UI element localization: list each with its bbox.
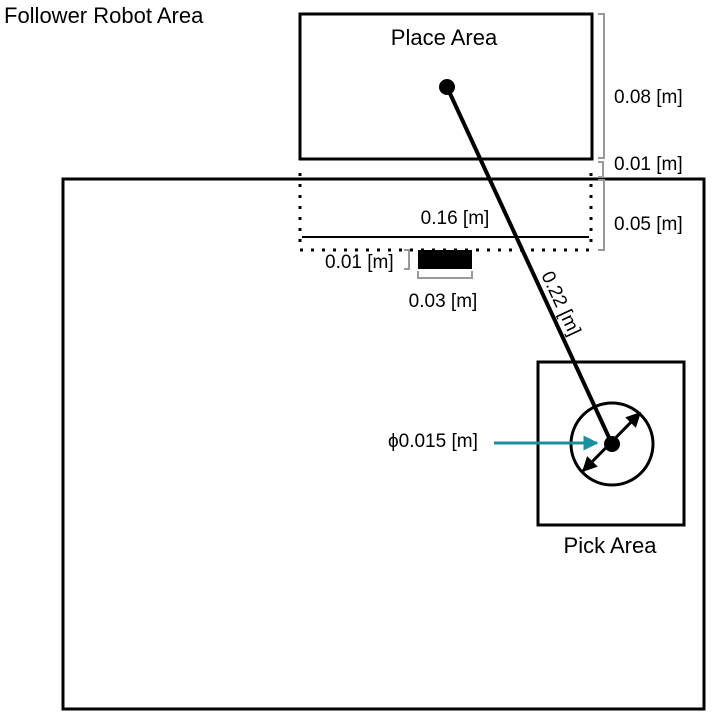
pick-center-dot (604, 436, 620, 452)
follower-robot-area-label: Follower Robot Area (4, 3, 204, 28)
place-area-label: Place Area (391, 25, 498, 50)
object-diameter-label: ϕ0.015 [m] (388, 431, 478, 452)
block-offset-bracket (404, 249, 410, 270)
place-height-label: 0.08 [m] (614, 87, 683, 108)
place-area (298, 12, 594, 161)
gap-label: 0.01 [m] (614, 154, 683, 175)
zone-width-label: 0.16 [m] (421, 208, 490, 229)
gap-bracket (598, 161, 604, 178)
block-offset-label: 0.01 [m] (325, 252, 394, 273)
zone-depth-bracket (598, 179, 605, 251)
zone-depth-label: 0.05 [m] (614, 214, 683, 235)
place-height-bracket (598, 13, 605, 159)
reach-line (445, 86, 614, 445)
block (418, 250, 472, 269)
pick-area-label: Pick Area (564, 533, 658, 558)
place-center-dot (439, 79, 455, 95)
block-width-label: 0.03 [m] (409, 291, 478, 312)
follower-robot-area (61, 177, 706, 711)
block-width-bracket (417, 271, 473, 279)
